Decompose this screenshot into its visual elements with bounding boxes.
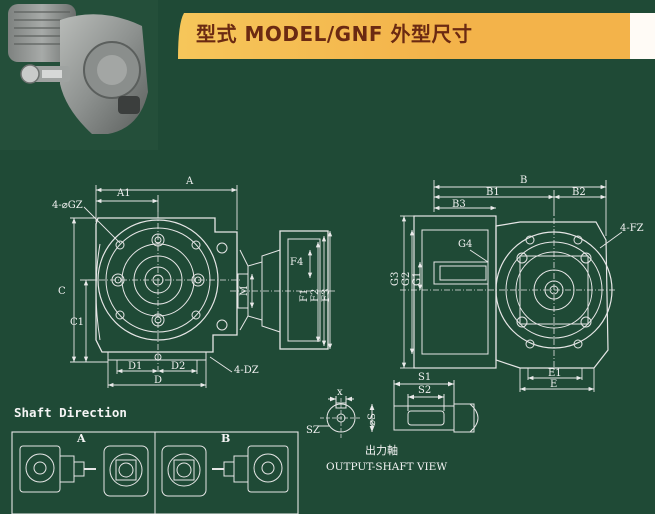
dim-SZ: SZ [306, 425, 320, 436]
dim-B: B [520, 175, 528, 186]
dim-x: x [337, 387, 343, 398]
dim-C: C [58, 286, 66, 297]
output-shaft-caption-en: OUTPUT-SHAFT VIEW [326, 461, 448, 473]
dim-D2: D2 [171, 361, 186, 372]
dim-E: E [550, 379, 558, 390]
dim-G4: G4 [458, 239, 473, 250]
title-banner [178, 13, 655, 59]
dim-D: D [154, 375, 163, 386]
dim-4-DZ: 4-DZ [234, 365, 259, 376]
dim-F3: F3 [321, 288, 332, 302]
dim-4-GZ: 4-⌀GZ [52, 200, 83, 211]
output-shaft-caption-cn: 出力軸 [365, 444, 398, 457]
dim-B2: B2 [572, 187, 586, 198]
dim-G2: G2 [401, 271, 412, 286]
right-view [400, 215, 616, 372]
dim-A1: A1 [117, 188, 131, 199]
dim-D1: D1 [128, 361, 143, 372]
front-view [88, 212, 240, 370]
model-title: 型式 MODEL/GNF 外型尺寸 [196, 22, 473, 46]
dim-S2: S2 [418, 385, 432, 396]
output-shaft-view [318, 380, 479, 438]
dim-A: A [186, 176, 194, 187]
dim-B3: B3 [452, 199, 466, 210]
dim-F2: F2 [310, 288, 321, 302]
shaft-direction-b-label: B [221, 432, 231, 445]
dim-B1: B1 [486, 187, 500, 198]
dim-S-diameter: ⌀S [367, 413, 378, 426]
shaft-direction-a-label: A [77, 432, 86, 445]
dim-M: M [239, 285, 250, 296]
dim-G1: G1 [412, 271, 423, 286]
dim-G3: G3 [390, 271, 401, 286]
dim-C1: C1 [70, 317, 85, 328]
dim-E1: E1 [548, 368, 562, 379]
gearbox-photo [0, 0, 158, 150]
dim-S1: S1 [418, 372, 432, 383]
shaft-direction-title: Shaft Direction [14, 405, 127, 420]
dim-F4: F4 [290, 257, 304, 268]
dim-F1: F1 [299, 288, 310, 302]
shaft-direction-panel [11, 431, 299, 514]
dim-4-FZ: 4-FZ [620, 223, 644, 234]
